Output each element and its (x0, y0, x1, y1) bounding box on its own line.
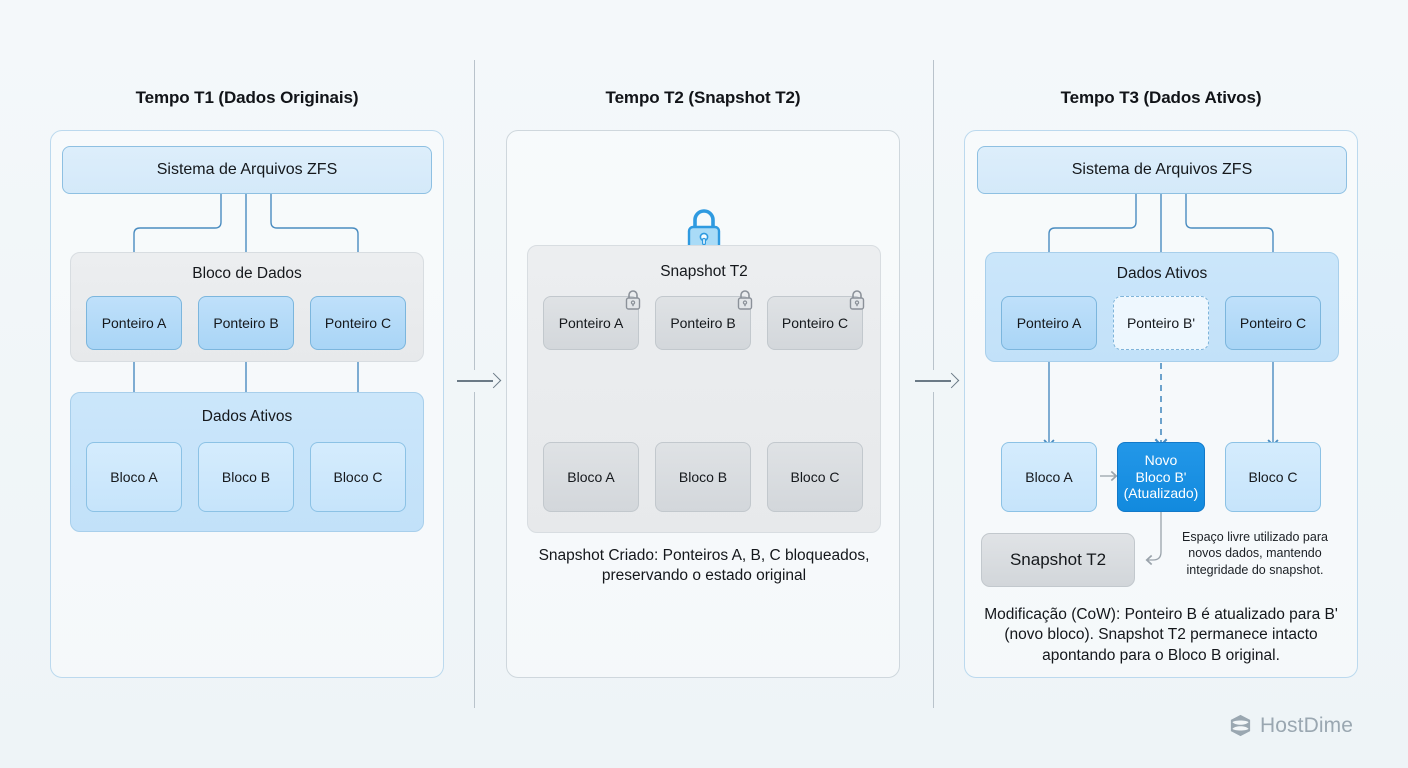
t1-node-ponteiro-a: Ponteiro A (86, 296, 182, 350)
t3-node-ponteiro-b-prime: Ponteiro B' (1113, 296, 1209, 350)
t1-node-bloco-a: Bloco A (86, 442, 182, 512)
t1-zfs-box: Sistema de Arquivos ZFS (62, 146, 432, 194)
panel-divider-2 (933, 60, 934, 370)
t3-group-title-dados-ativos: Dados Ativos (1116, 265, 1208, 282)
t3-note-espaco-livre: Espaço livre utilizado para novos dados,… (1182, 530, 1328, 577)
panel-title-t2: Tempo T2 (Snapshot T2) (605, 88, 801, 107)
panel-title-t1: Tempo T1 (Dados Originais) (135, 88, 359, 107)
t1-node-ponteiro-b: Ponteiro B (198, 296, 294, 350)
t1-node-bloco-c: Bloco C (310, 442, 406, 512)
brand-name: HostDime (1260, 713, 1353, 737)
t1-node-ponteiro-c: Ponteiro C (310, 296, 406, 350)
arrow-shaft (457, 380, 493, 382)
lock-icon-ponteiro-b (735, 288, 755, 315)
t2-caption: Snapshot Criado: Ponteiros A, B, C bloqu… (538, 547, 870, 585)
t1-group-title-dados-ativos: Dados Ativos (201, 408, 293, 425)
t1-group-title-bloco-de-dados: Bloco de Dados (192, 265, 302, 282)
t1-node-bloco-b: Bloco B (198, 442, 294, 512)
arrow-head (485, 372, 502, 389)
t2-node-ponteiro-a: Ponteiro A (543, 296, 639, 350)
t3-node-bloco-a: Bloco A (1001, 442, 1097, 512)
brand-logo: HostDime (1228, 713, 1353, 738)
t3-zfs-box: Sistema de Arquivos ZFS (977, 146, 1347, 194)
step-arrow-1 (457, 372, 502, 389)
hostdime-logo-icon (1230, 714, 1251, 737)
t2-node-ponteiro-b: Ponteiro B (655, 296, 751, 350)
t3-node-bloco-c: Bloco C (1225, 442, 1321, 512)
novo-bloco-line-2: Bloco B' (1135, 468, 1187, 485)
t3-node-ponteiro-a: Ponteiro A (1001, 296, 1097, 350)
t2-node-bloco-b: Bloco B (655, 442, 751, 512)
lock-icon-ponteiro-c (847, 288, 867, 315)
t3-caption: Modificação (CoW): Ponteiro B é atualiza… (984, 606, 1338, 664)
step-arrow-2 (915, 372, 960, 389)
t3-node-ponteiro-c: Ponteiro C (1225, 296, 1321, 350)
arrow-shaft (915, 380, 951, 382)
panel-divider-1 (474, 60, 475, 370)
t2-node-ponteiro-c: Ponteiro C (767, 296, 863, 350)
t2-group-title-snapshot: Snapshot T2 (660, 263, 748, 280)
novo-bloco-line-3: (Atualizado) (1123, 485, 1199, 502)
t3-node-snapshot-t2: Snapshot T2 (981, 533, 1135, 587)
panel-divider-2b (933, 392, 934, 708)
panel-divider-1b (474, 392, 475, 708)
arrow-head (943, 372, 960, 389)
lock-icon-ponteiro-a (623, 288, 643, 315)
t2-node-bloco-a: Bloco A (543, 442, 639, 512)
t2-node-bloco-c: Bloco C (767, 442, 863, 512)
novo-bloco-line-1: Novo (1144, 452, 1178, 469)
t3-node-novo-bloco-b-prime: Novo Bloco B' (Atualizado) (1117, 442, 1205, 512)
panel-title-t3: Tempo T3 (Dados Ativos) (1060, 88, 1262, 107)
panel-t3 (964, 130, 1358, 678)
